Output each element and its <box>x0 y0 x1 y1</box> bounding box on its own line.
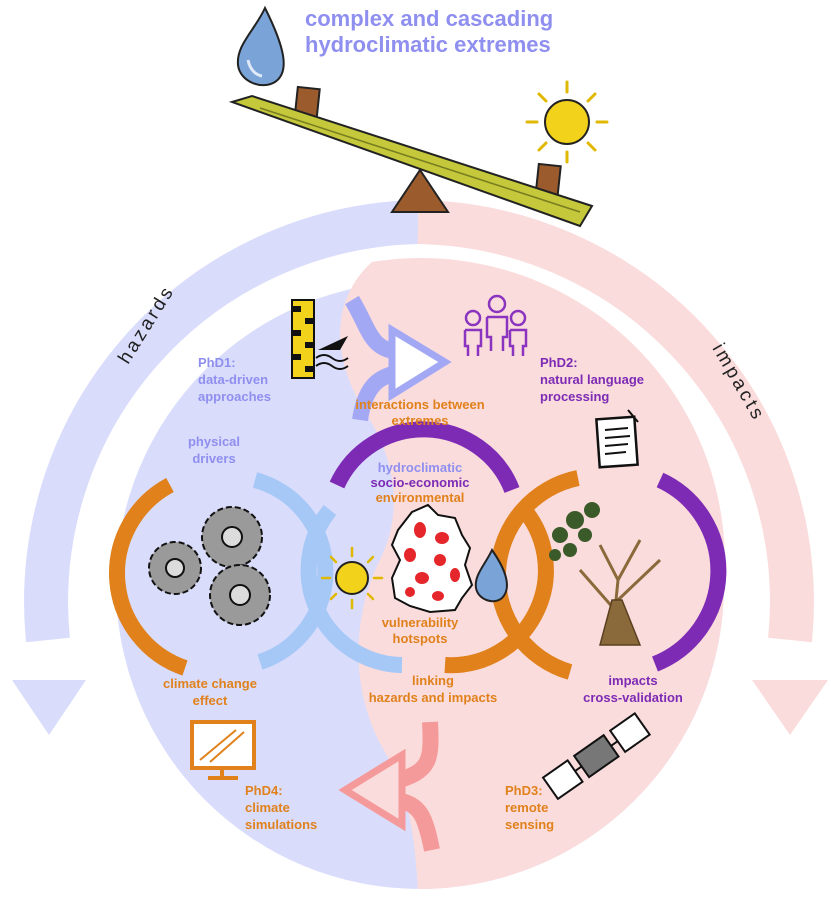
phd3-line-2: remote <box>505 800 548 815</box>
climate-change-line-2: effect <box>193 693 228 708</box>
sun-icon <box>525 80 609 164</box>
vulnerability-line-1: vulnerability <box>382 615 459 630</box>
physical-drivers-line-1: physical <box>188 434 240 449</box>
impacts-arrow <box>417 200 828 735</box>
sun-small-icon <box>320 546 384 610</box>
linking-line-1: linking <box>412 673 454 688</box>
water-drop-small-icon <box>474 548 508 603</box>
linking-line-2: hazards and impacts <box>369 690 498 705</box>
climate-change-line-1: climate change <box>163 676 257 691</box>
vulnerability-line-2: hotspots <box>393 631 448 646</box>
impacts-cv-line-1: impacts <box>608 673 657 688</box>
phd3-line-1: PhD3: <box>505 783 543 798</box>
phd2-line-1: PhD2: <box>540 355 578 370</box>
people-icon <box>463 294 528 356</box>
linking-arrow <box>338 721 440 852</box>
interactions-arrow <box>345 295 452 422</box>
water-drop-icon <box>236 5 285 87</box>
phd1-line-2: data-driven <box>198 372 268 387</box>
physical-drivers-line-2: drivers <box>192 451 235 466</box>
document-icon <box>595 409 639 469</box>
phd1-line-1: PhD1: <box>198 355 236 370</box>
center-environmental: environmental <box>376 490 465 505</box>
ring-arcs <box>109 421 727 680</box>
impacts-cv-line-2: cross-validation <box>583 690 683 705</box>
center-socio-economic: socio-economic <box>371 475 470 490</box>
gauge-icon <box>291 299 349 379</box>
germany-map-icon <box>390 503 474 614</box>
title-line-2: hydroclimatic extremes <box>305 32 551 57</box>
phd3-line-3: sensing <box>505 817 554 832</box>
tree-icon <box>549 502 662 646</box>
phd2-line-3: processing <box>540 389 609 404</box>
gears-icon <box>148 506 271 626</box>
phd4-line-1: PhD4: <box>245 783 283 798</box>
center-hydroclimatic: hydroclimatic <box>378 460 463 475</box>
phd2-line-2: natural language <box>540 372 644 387</box>
title-line-1: complex and cascading <box>305 6 553 31</box>
phd1-line-3: approaches <box>198 389 271 404</box>
phd4-line-2: climate <box>245 800 290 815</box>
interactions-line-1: interactions between <box>355 397 484 412</box>
hazards-arrow <box>12 200 419 735</box>
seesaw-icon <box>228 85 594 228</box>
monitor-icon <box>190 720 256 780</box>
satellite-icon <box>541 711 652 801</box>
phd4-line-3: simulations <box>245 817 317 832</box>
interactions-line-2: extremes <box>391 413 448 428</box>
